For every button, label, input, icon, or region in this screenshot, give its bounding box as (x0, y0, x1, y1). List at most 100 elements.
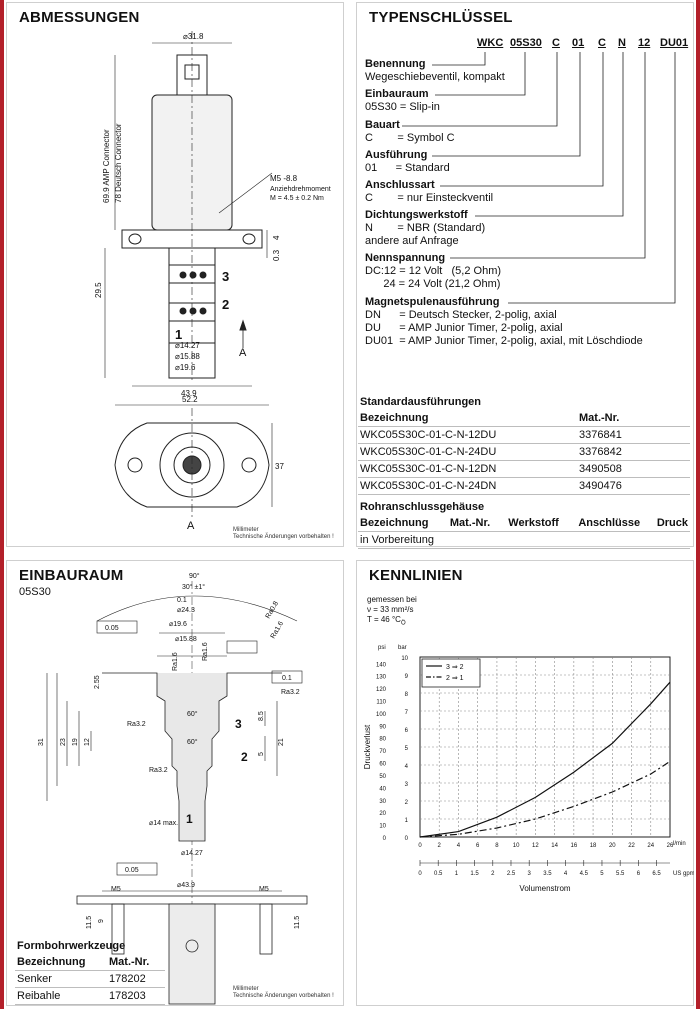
dim-d37: 37 (275, 462, 284, 471)
y-tick-psi: 120 (376, 687, 387, 693)
note-changes: Technische Änderungen vorbehalten ! (233, 534, 334, 540)
col-matnr: Mat.-Nr. (577, 410, 690, 427)
note-unit: Millimeter (233, 527, 259, 533)
valve-dimension-drawing: ⌀31.8 69.9 AMP Connector 78 Deutsch Conn… (94, 31, 331, 532)
dim-moment: M = 4.5 ± 0.2 Nm (270, 195, 324, 202)
tools-caption: Formbohrwerkzeuge (17, 940, 126, 952)
code-05s30: 05S30 (510, 37, 542, 49)
table-header-row: Bezeichnung Mat.-Nr. Werkstoff Anschlüss… (358, 515, 690, 532)
cav-ra08: Ra0.8 (265, 600, 280, 620)
y-tick-psi: 40 (379, 786, 386, 792)
x-tick-gpm: 2 (491, 871, 495, 877)
cavity-section (168, 903, 216, 1005)
einbauraum-section: EINBAURAUM 05S30 (6, 560, 344, 1006)
x-tick-gpm: 3.5 (543, 871, 552, 877)
flange-hole-right (242, 233, 256, 245)
chart-conditions: gemessen bei ν = 33 mm²/s T = 46 °CÖ (367, 595, 417, 627)
y-tick-bar: 4 (405, 764, 409, 770)
x-tick-gpm: 4.5 (580, 871, 589, 877)
cav-d23: 23 (60, 738, 67, 746)
series-line-2 (419, 760, 671, 838)
x-tick-gpm: 1.5 (470, 871, 479, 877)
dim-d1588: ⌀15.88 (175, 352, 200, 361)
y-tick-bar: 2 (405, 800, 409, 806)
x-tick-lmin: 0 (418, 843, 422, 849)
port-1: 1 (175, 327, 182, 342)
x-tick-lmin: 8 (495, 843, 499, 849)
cav-d9: 9 (98, 919, 105, 923)
x-tick-lmin: 12 (532, 843, 539, 849)
y-tick-bar: 3 (405, 782, 409, 788)
cav-ra16b: Ra1.6 (202, 642, 209, 661)
y-tick-psi: 60 (379, 762, 386, 768)
typekey-nennspannung: Nennspannung DC:12 = 12 Volt (5,2 Ohm) 2… (365, 252, 502, 290)
y-tick-bar: 10 (401, 656, 408, 662)
cav-d196: ⌀19.6 (169, 621, 187, 628)
x-tick-lmin: 16 (571, 843, 578, 849)
x-tick-lmin: 14 (551, 843, 558, 849)
standard-table: Bezeichnung Mat.-Nr. WKC05S30C-01-C-N-12… (358, 410, 690, 495)
x-tick-gpm: 4 (564, 871, 568, 877)
cav-a60a: 60° (187, 710, 198, 718)
x-tick-gpm: 0 (418, 871, 422, 877)
x-tick-lmin: 26 (667, 843, 674, 849)
y-unit-psi: psi (378, 645, 386, 651)
y-tick-psi: 50 (379, 774, 386, 780)
x-tick-lmin: 6 (476, 843, 480, 849)
dim-amp: 69.9 AMP Connector (102, 129, 111, 203)
y-tick-bar: 9 (405, 674, 409, 680)
table-header-row: Bezeichnung Mat.-Nr. (15, 954, 165, 971)
typekey-anschlussart: Anschlussart C = nur Einsteckventil (365, 179, 494, 204)
x-tick-gpm: 5 (600, 871, 604, 877)
cav-a60b: 60° (187, 738, 198, 746)
type-key-leader-lines (402, 52, 676, 304)
y-tick-psi: 30 (379, 799, 386, 805)
cav-port2: 2 (241, 750, 248, 764)
x-tick-gpm: 6 (637, 871, 641, 877)
flange-hole-left (128, 233, 142, 245)
cav-d31: 31 (38, 738, 45, 746)
x-tick-lmin: 22 (628, 843, 635, 849)
cav-ra32a: Ra3.2 (281, 689, 300, 696)
x-tick-gpm: 3 (528, 871, 532, 877)
y-tick-psi: 110 (376, 699, 386, 705)
section-title: ABMESSUNGEN (19, 9, 140, 26)
code-c: C (552, 37, 560, 49)
y-tick-bar: 7 (405, 710, 409, 716)
dim-anzieh: Anziehdrehmoment (270, 186, 331, 193)
standard-caption: Standardausführungen (360, 396, 482, 408)
flange-top-view (114, 422, 270, 508)
cav-tol005b: 0.05 (125, 867, 139, 874)
einbauraum-sub: 05S30 (19, 586, 51, 598)
y-tick-psi: 100 (376, 712, 387, 718)
y-axis-label: Druckverlust (363, 724, 372, 769)
port-2: 2 (222, 297, 229, 312)
y-tick-bar: 6 (405, 728, 409, 734)
cav-ra16c: Ra1.6 (270, 620, 285, 640)
cav-d1588: ⌀15.88 (175, 636, 197, 643)
cav-d115b: 11.5 (294, 916, 301, 929)
typekey-ausfuehrung: Ausführung 01 = Standard (365, 149, 450, 174)
x-tick-lmin: 10 (513, 843, 520, 849)
x-tick-lmin: 24 (647, 843, 654, 849)
y-unit-bar: bar (398, 645, 407, 651)
cav-d243: ⌀24.3 (177, 607, 195, 614)
dim-d439: 43.9 (181, 389, 197, 398)
typekey-magnet: Magnetspulenausführung DN = Deutsch Stec… (365, 296, 643, 347)
y-tick-psi: 140 (376, 662, 387, 668)
dim-m5: M5 -8.8 (270, 174, 298, 183)
y-tick-psi: 80 (379, 737, 386, 743)
dim-d03: 0.3 (272, 249, 281, 261)
arrow-a-label: A (239, 347, 247, 359)
rohr-caption: Rohranschlussgehäuse (360, 501, 485, 513)
code-c2: C (598, 37, 606, 49)
y-tick-bar: 0 (405, 836, 409, 842)
legend-label: 2 ⇒ 1 (446, 675, 464, 682)
port-3: 3 (222, 269, 229, 284)
x-unit-lmin: l/min (673, 841, 686, 847)
